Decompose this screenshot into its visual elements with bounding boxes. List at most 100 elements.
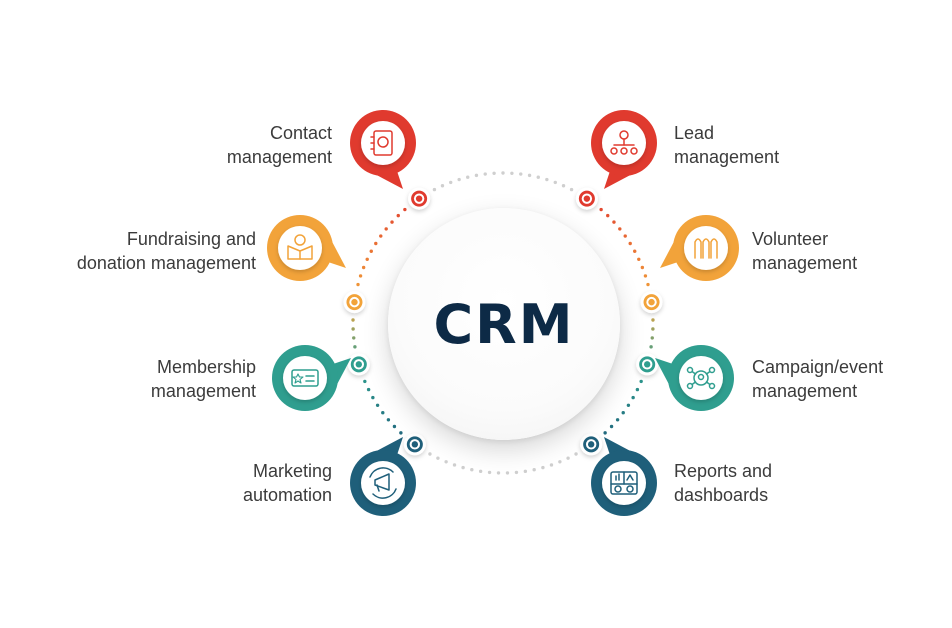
megaphone-icon (369, 467, 397, 499)
label-line: Marketing (252, 461, 332, 481)
ring-dot (646, 282, 650, 287)
label-reports: Reports and dashboards (674, 459, 772, 507)
label-fundraising: Fundraising and donation management (77, 227, 256, 275)
ring-dot (356, 282, 360, 287)
ring-dot (599, 207, 603, 212)
label-line: Lead (674, 123, 715, 143)
ring-dot-grey (466, 175, 470, 179)
ring-dot (351, 318, 355, 322)
node-membership (347, 353, 370, 376)
bubble-volunteer (660, 215, 739, 281)
ring-dot (606, 213, 610, 218)
ring-dot (363, 379, 367, 384)
ring-dot-grey (492, 171, 496, 175)
ring-dot (621, 411, 625, 415)
ring-dot-grey (444, 460, 448, 464)
ring-dot (649, 345, 653, 349)
ring-dot-grey (449, 180, 453, 185)
label-line: Membership (156, 357, 256, 377)
ring-dot-grey (452, 463, 457, 467)
ring-dot (623, 234, 627, 238)
ring-dot (631, 395, 635, 400)
ring-dot (396, 213, 400, 218)
label-campaign: Campaign/event management (752, 355, 883, 403)
ring-dot-grey (536, 175, 540, 179)
ring-dot (639, 379, 643, 384)
ring-dot (403, 207, 407, 212)
ring-dot (618, 227, 622, 231)
ring-dot (643, 274, 648, 278)
ring-dot-grey (527, 173, 532, 178)
node-fundraising (343, 291, 366, 314)
label-line: management (150, 381, 256, 401)
ring-dot-grey (566, 456, 570, 460)
ring-dot (392, 424, 397, 429)
crm-center-circle: CRM (388, 208, 620, 440)
ring-dot (379, 234, 383, 238)
ring-dot-grey (514, 470, 519, 475)
ring-dot (381, 411, 385, 415)
ring-dot (650, 336, 654, 340)
ring-dot (366, 387, 371, 392)
ring-dot-grey (487, 470, 492, 475)
ring-dot (628, 241, 632, 246)
ring-dot (351, 327, 355, 331)
ring-dot-grey (545, 177, 549, 182)
label-line: Fundraising and (126, 229, 256, 249)
node-marketing (403, 433, 426, 456)
ring-dot (603, 431, 607, 435)
ring-dot-grey (561, 184, 566, 188)
ring-dot-grey (558, 460, 562, 464)
ring-dot-grey (436, 456, 440, 460)
ring-dot-grey (496, 471, 501, 475)
crm-title: CRM (433, 292, 575, 356)
ring-dot-grey (457, 177, 461, 182)
ring-dot-grey (461, 465, 465, 470)
ring-dot-grey (553, 180, 557, 185)
ring-dot-grey (505, 471, 510, 475)
ring-dot-grey (474, 173, 479, 178)
ring-dot (609, 424, 614, 429)
ring-dot (369, 249, 373, 253)
node-volunteer (640, 291, 663, 314)
ring-dot (626, 403, 631, 407)
label-line: dashboards (674, 485, 769, 505)
donation-box-icon (287, 234, 313, 260)
address-book-icon (370, 130, 393, 156)
bubble-membership (272, 345, 351, 411)
ring-dot-grey (532, 468, 536, 472)
ring-dot (386, 418, 391, 422)
icon-bubbles (267, 110, 739, 516)
node-campaign (636, 353, 659, 376)
label-line: Volunteer (752, 229, 829, 249)
campaign-target-icon (686, 366, 716, 390)
ring-dot-grey (519, 172, 523, 176)
label-line: management (674, 147, 780, 167)
ring-dot (358, 274, 363, 278)
ring-dot-grey (549, 463, 554, 467)
node-reports (580, 433, 603, 456)
ring-dot-grey (523, 469, 528, 474)
label-membership: Membership management (151, 355, 256, 403)
ring-dot-grey (510, 171, 514, 175)
ring-dot (651, 318, 655, 322)
label-line: management (752, 253, 858, 273)
label-lead: Lead management (674, 121, 779, 169)
label-marketing: Marketing automation (243, 459, 332, 507)
ring-dot (375, 403, 380, 407)
ring-dot (633, 249, 637, 253)
ring-dot (352, 336, 356, 340)
ring-dot-grey (440, 184, 445, 188)
membership-card-icon (291, 369, 319, 387)
ring-dot (374, 241, 378, 246)
ring-dot (640, 265, 645, 270)
ring-dot-grey (478, 469, 483, 474)
lead-network-icon (610, 130, 638, 155)
bubble-lead (591, 110, 657, 189)
ring-dot (651, 327, 655, 331)
label-line: automation (242, 485, 332, 505)
ring-dot-grey (501, 171, 505, 175)
ring-dot-grey (432, 187, 437, 192)
